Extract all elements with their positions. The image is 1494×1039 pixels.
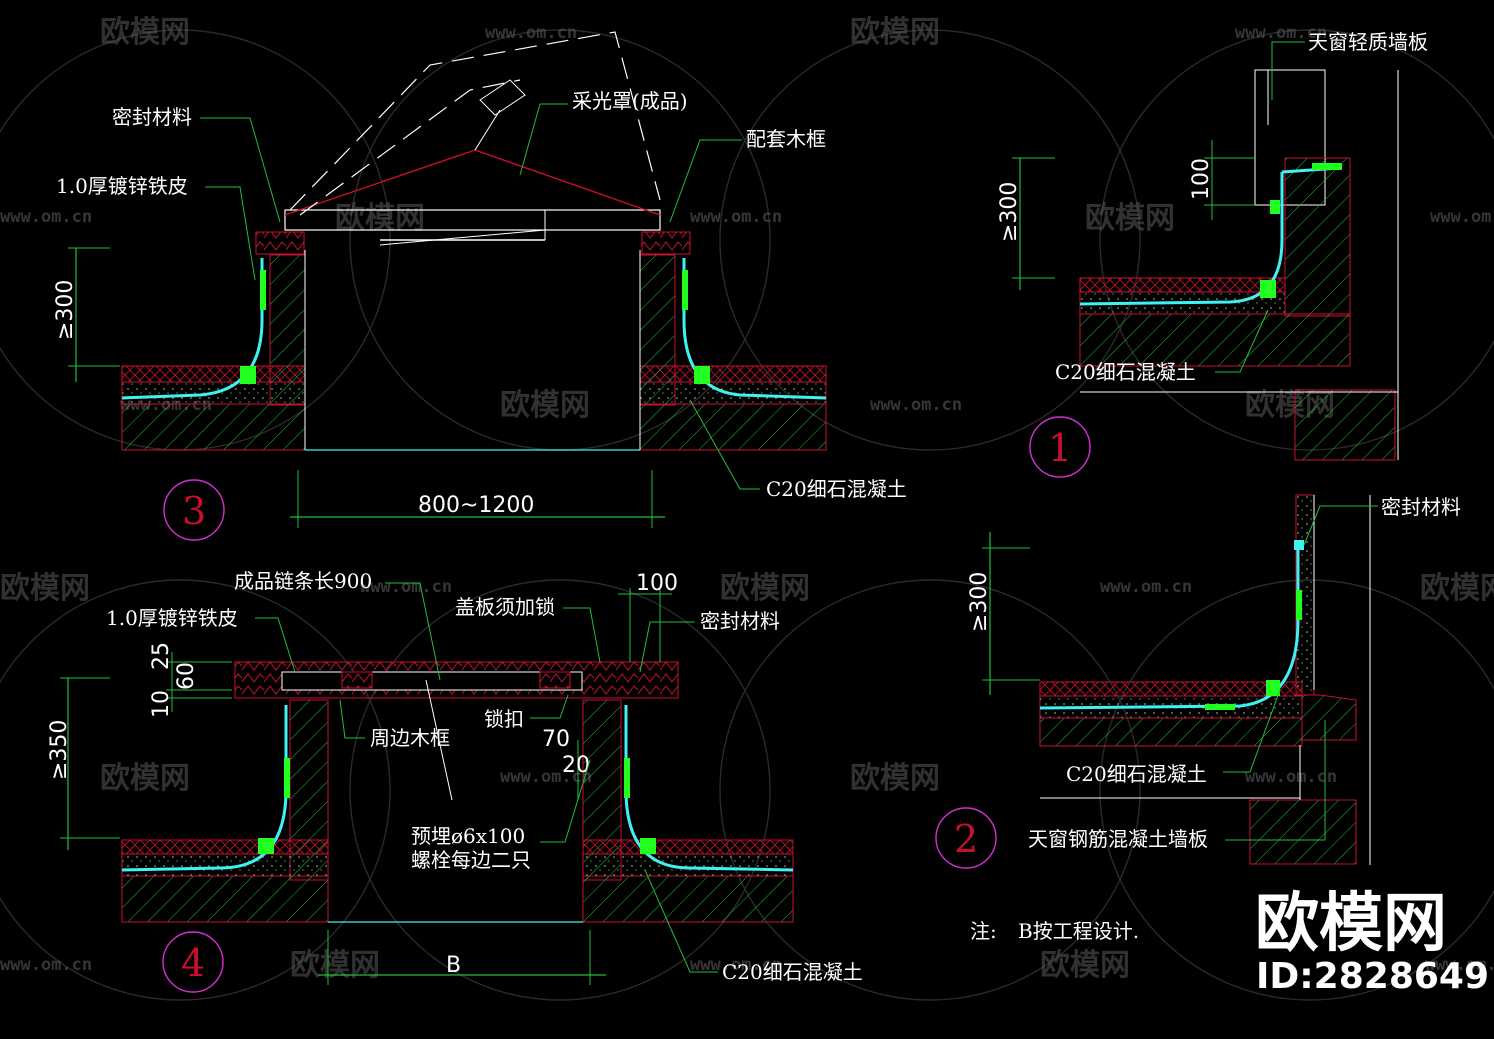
label-bolt2-s4: 螺栓每边二只 <box>411 848 531 872</box>
watermark-url: www.om.cn <box>1430 207 1494 227</box>
dim-25-s4: 25 <box>149 642 174 670</box>
dim-width-s3: 800~1200 <box>418 493 534 518</box>
watermark-brand: 欧模网 <box>1420 571 1494 606</box>
note-text: B按工程设计. <box>1018 919 1139 943</box>
watermark-brand: 欧模网 <box>290 948 380 983</box>
section-number-2: 2 <box>954 817 978 861</box>
watermark-url: www.om.cn <box>870 395 962 415</box>
label-concrete-s2: C20细石混凝土 <box>1066 762 1207 786</box>
watermark-url: www.om.cn <box>690 955 782 975</box>
watermark-brand: 欧模网 <box>335 201 425 236</box>
slab-layer <box>639 403 827 451</box>
watermark-brand: 欧模网 <box>500 388 590 423</box>
label-latch-s4: 锁扣 <box>484 707 524 731</box>
watermark-brand: 欧模网 <box>720 571 810 606</box>
note-prefix: 注: <box>970 919 997 943</box>
label-seal-s3: 密封材料 <box>112 105 192 129</box>
dim-height-s3: ≥300 <box>53 280 78 340</box>
section-circle-1 <box>1029 416 1091 478</box>
watermark-brand: 欧模网 <box>850 761 940 796</box>
section-2: ≥300 密封材料 C20细石混凝土 天窗钢筋混凝土墙板 2 <box>935 494 1461 869</box>
brand-logo-text: 欧模网 <box>1255 887 1447 961</box>
section-number-3: 3 <box>182 489 206 533</box>
label-seal-s4: 密封材料 <box>700 609 780 633</box>
label-galv-s4: 1.0厚镀锌铁皮 <box>106 606 238 630</box>
watermark-url: www.om.cn <box>1100 577 1192 597</box>
label-wall-s2: 天窗钢筋混凝土墙板 <box>1028 827 1208 851</box>
watermark-brand: 欧模网 <box>0 571 90 606</box>
skylight-base <box>284 209 661 231</box>
dim-60-s4: 60 <box>174 662 199 690</box>
watermark-url: www.om.cn <box>1425 955 1494 975</box>
label-concrete-s3: C20细石混凝土 <box>766 477 907 501</box>
watermark-layer: 欧模网 欧模网 www.om.cn www.om.cn 欧模网 欧模网 www.… <box>0 15 1494 983</box>
section-number-1: 1 <box>1048 426 1072 470</box>
dim-height-s4: ≥350 <box>47 720 72 780</box>
slab-layer <box>121 403 306 451</box>
section-4: ≥350 25 60 10 100 70 20 B 成品链条长900 1.0厚镀… <box>47 569 863 993</box>
dim-70-s4: 70 <box>542 727 570 752</box>
watermark-brand: 欧模网 <box>100 761 190 796</box>
watermark-brand: 欧模网 <box>1040 948 1130 983</box>
wall-upstand-1 <box>1284 157 1351 317</box>
label-frame-s4: 周边木框 <box>370 726 450 750</box>
watermark-brand: 欧模网 <box>100 15 190 50</box>
watermark-url: www.om.cn <box>360 577 452 597</box>
upstand-left <box>269 254 306 406</box>
design-note: 注: B按工程设计. <box>970 919 1139 943</box>
upstand-right <box>639 254 676 406</box>
wood-frame-right <box>641 231 691 255</box>
watermark-brand: 欧模网 <box>850 15 940 50</box>
dim-width-s4: B <box>446 953 461 978</box>
section-circle-4 <box>162 931 224 993</box>
label-concrete-s1: C20细石混凝土 <box>1055 360 1196 384</box>
lid-open-outline <box>289 31 661 211</box>
dim-10-s4: 10 <box>149 690 174 718</box>
section-1: ≥300 100 天窗轻质墙板 C20细石混凝土 1 <box>997 30 1428 478</box>
section-number-4: 4 <box>181 941 205 985</box>
label-bolt1-s4: 预埋ø6x100 <box>411 824 525 848</box>
section-circle-3 <box>163 479 225 541</box>
label-lock-cover-s4: 盖板须加锁 <box>455 595 555 619</box>
brand-corner: 欧模网 ID:2828649 <box>1255 887 1489 997</box>
label-chain-s4: 成品链条长900 <box>234 569 372 593</box>
label-frame-s3: 配套木框 <box>746 127 826 151</box>
watermark-brand: 欧模网 <box>1085 201 1175 236</box>
section-circle-2 <box>935 807 997 869</box>
watermark-url: www.om.cn <box>0 207 92 227</box>
dim-height-s1: ≥300 <box>997 182 1022 242</box>
label-cover-s3: 采光罩(成品) <box>572 89 688 113</box>
label-seal-s2: 密封材料 <box>1381 495 1461 519</box>
watermark-url: www.om.cn <box>1235 23 1327 43</box>
watermark-url: www.om.cn <box>485 23 577 43</box>
dim-height-s2: ≥300 <box>967 572 992 632</box>
dim-100-s1: 100 <box>1189 158 1214 200</box>
watermark-url: www.om.cn <box>690 207 782 227</box>
label-concrete-s4: C20细石混凝土 <box>722 960 863 984</box>
watermark-url: www.om.cn <box>500 767 592 787</box>
section-3: ≥300 800~1200 密封材料 1.0厚镀锌铁皮 采光罩(成品) 配套木框… <box>53 31 907 541</box>
label-galv-s3: 1.0厚镀锌铁皮 <box>56 174 188 198</box>
wood-frame-left <box>255 231 305 255</box>
label-wall-s1: 天窗轻质墙板 <box>1308 30 1428 54</box>
watermark-url: www.om.cn <box>1245 767 1337 787</box>
brand-id: ID:2828649 <box>1256 956 1489 997</box>
dim-100-s4: 100 <box>636 571 678 596</box>
watermark-url: www.om.cn <box>0 955 92 975</box>
